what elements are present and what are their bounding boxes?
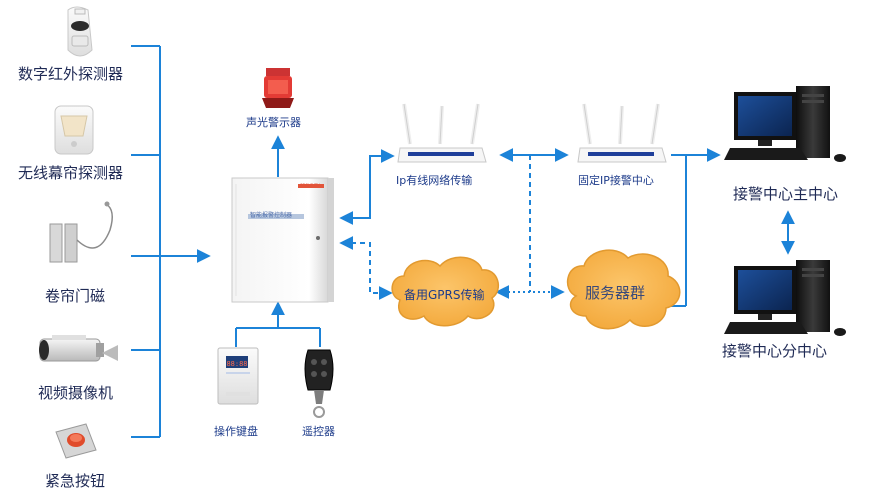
gprs-label: 备用GPRS传输 (404, 288, 485, 302)
keypad-label: 操作键盘 (214, 425, 258, 438)
door-magnet-icon (49, 201, 113, 263)
router-left-label: Ip有线网络传输 (396, 174, 473, 187)
sensor-bus-lines (131, 45, 211, 438)
sensor-label-digital-ir: 数字红外探测器 (18, 65, 124, 83)
main-center-label: 接警中心主中心 (733, 185, 839, 203)
control-panel (231, 177, 334, 303)
digital-ir-detector-icon (67, 6, 93, 57)
remote-icon (304, 349, 334, 418)
remote-label: 遥控器 (302, 425, 335, 438)
sensor-label-curtain: 无线幕帘探测器 (18, 164, 124, 182)
panel-title: 智能报警控制器 (250, 212, 293, 219)
keypad-icon: 88:88 (217, 347, 259, 405)
router-right-label: 固定IP接警中心 (578, 174, 654, 187)
emergency-button-icon (55, 423, 97, 459)
sensor-label-door-magnet: 卷帘门磁 (45, 287, 106, 305)
panel-brand: SECURITY (300, 183, 320, 188)
sub-center-label: 接警中心分中心 (722, 342, 828, 360)
server-cloud-icon (566, 249, 681, 330)
router-left-icon (397, 103, 487, 163)
siren-icon (262, 68, 294, 108)
keypad-display: 88:88 (226, 360, 247, 368)
gprs-server-link (495, 155, 565, 299)
ip-link (339, 149, 395, 225)
siren-label: 声光警示器 (246, 116, 301, 129)
controls-to-panel-lines (235, 301, 321, 347)
curtain-detector-icon (54, 105, 94, 155)
sub-center-computer-icon (724, 260, 846, 336)
camera-icon (39, 335, 118, 362)
sensor-label-camera: 视频摄像机 (38, 384, 114, 402)
gprs-link (339, 236, 393, 300)
server-label: 服务器群 (585, 284, 646, 302)
main-center-computer-icon (724, 86, 846, 162)
sensor-label-emergency: 紧急按钮 (45, 472, 106, 490)
gprs-cloud-icon (391, 256, 500, 327)
router-right-icon (577, 103, 667, 163)
